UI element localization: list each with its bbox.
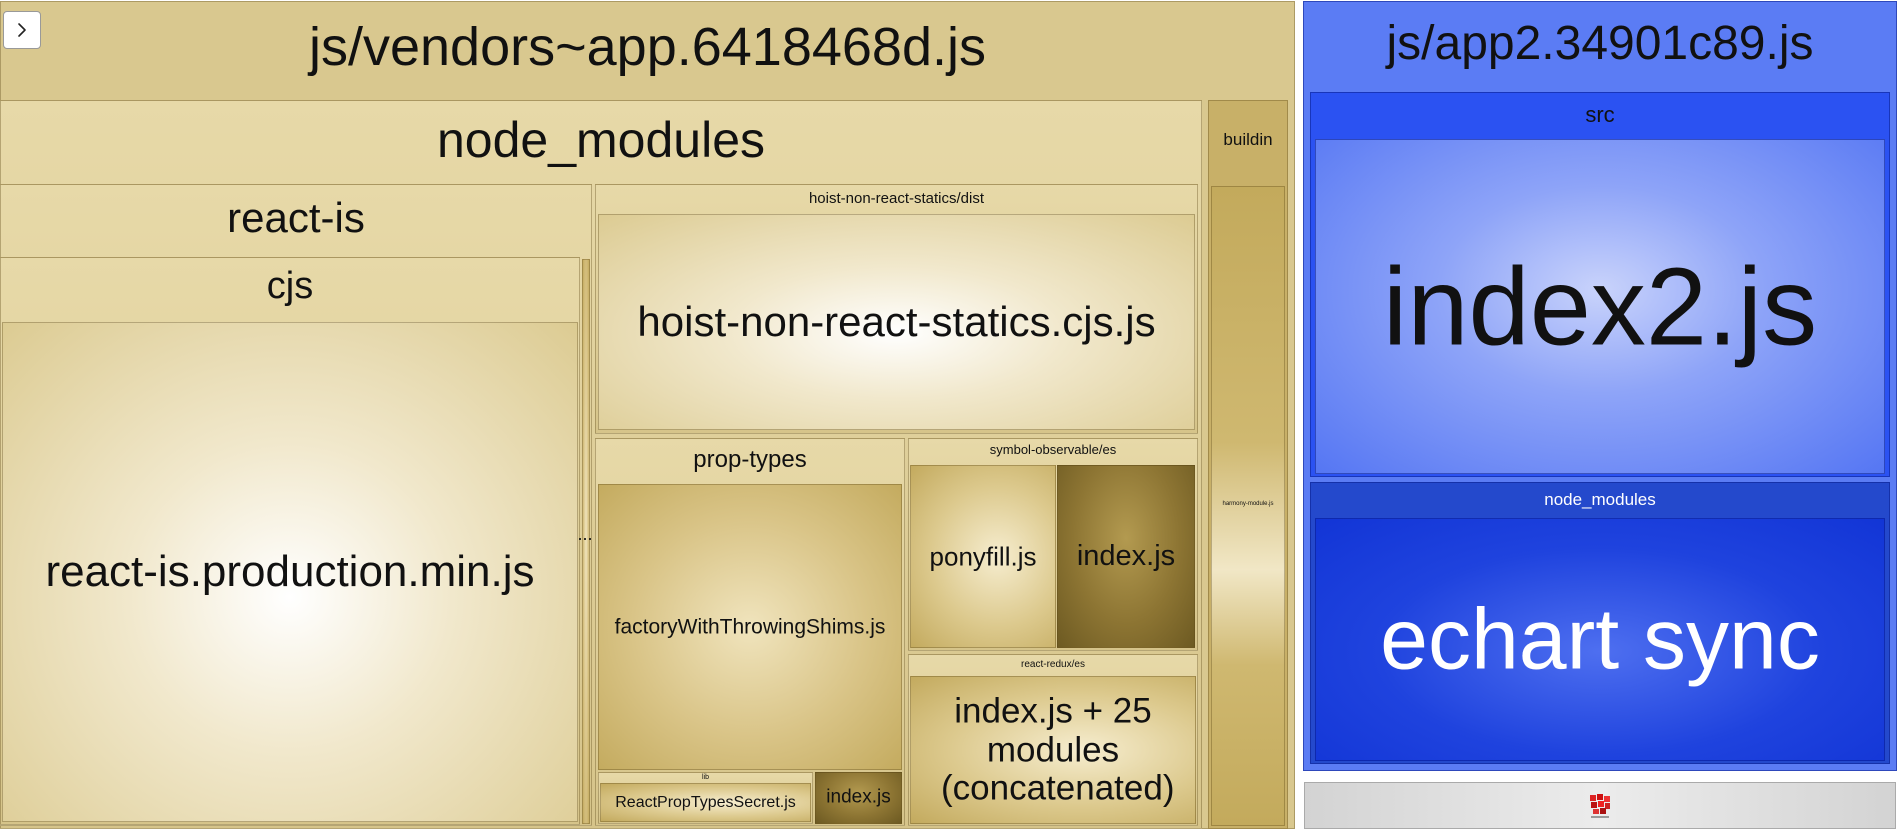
folder-lib-label: lib (701, 774, 709, 781)
folder-app2-node-modules-label: node_modules (1544, 490, 1656, 509)
file-symbol-index[interactable]: index.js (1057, 465, 1195, 648)
file-prop-types-index-label: index.js (826, 786, 891, 808)
file-harmony-module-label: harmony-module.js (1222, 501, 1274, 507)
file-symbol-index-label: index.js (1076, 539, 1176, 572)
folder-src-label: src (1585, 102, 1615, 127)
file-index2[interactable]: index2.js (1315, 139, 1885, 474)
folder-cjs-label: cjs (266, 265, 314, 307)
chevron-right-icon (18, 23, 26, 37)
file-react-redux-index-label: index.js + 25 modules (concatenated) (941, 691, 1175, 808)
folder-symbol-observable-label: symbol-observable/es (989, 442, 1117, 457)
folder-react-redux-label: react-redux/es (1021, 659, 1085, 670)
folder-buildin-label: buildin (1223, 130, 1273, 149)
file-hoist-cjs-label: hoist-non-react-statics.cjs.js (637, 297, 1156, 345)
folder-hoist-dist-label: hoist-non-react-statics/dist (808, 190, 985, 207)
file-secret-label: ReactPropTypesSecret.js (615, 793, 796, 811)
chunk-vendors-label: js/vendors~app.6418468d.js (308, 17, 986, 77)
chunk-app2-label: js/app2.34901c89.js (1386, 17, 1814, 70)
webpack-logo-icon (1590, 794, 1610, 818)
folder-node-modules-label: node_modules (436, 112, 766, 168)
file-echart-sync[interactable]: echart sync (1315, 518, 1885, 761)
file-harmony-module[interactable]: harmony-module.js (1211, 186, 1285, 826)
folder-prop-types-label: prop-types (693, 446, 807, 473)
file-factory-label: factoryWithThrowingShims.js (614, 615, 886, 639)
file-react-redux-index[interactable]: index.js + 25 modules (concatenated) (910, 676, 1196, 824)
file-factory-with-throwing-shims[interactable]: factoryWithThrowingShims.js (598, 484, 902, 770)
file-react-prop-types-secret[interactable]: ReactPropTypesSecret.js (600, 783, 811, 822)
file-sliver[interactable] (582, 259, 590, 824)
file-react-is-production-min-label: react-is.production.min.js (45, 546, 535, 596)
folder-react-is-label: react-is (227, 194, 365, 241)
file-ponyfill[interactable]: ponyfill.js (910, 465, 1056, 648)
file-prop-types-index[interactable]: index.js (815, 772, 902, 824)
file-hoist-cjs[interactable]: hoist-non-react-statics.cjs.js (598, 214, 1195, 430)
ellipsis-label: ... (577, 524, 593, 544)
file-index2-label: index2.js (1382, 245, 1818, 368)
file-echart-sync-label: echart sync (1380, 591, 1820, 688)
file-react-is-production-min[interactable]: react-is.production.min.js (2, 322, 578, 822)
sidebar-toggle-button[interactable] (3, 11, 41, 49)
file-ponyfill-label: ponyfill.js (929, 541, 1037, 572)
